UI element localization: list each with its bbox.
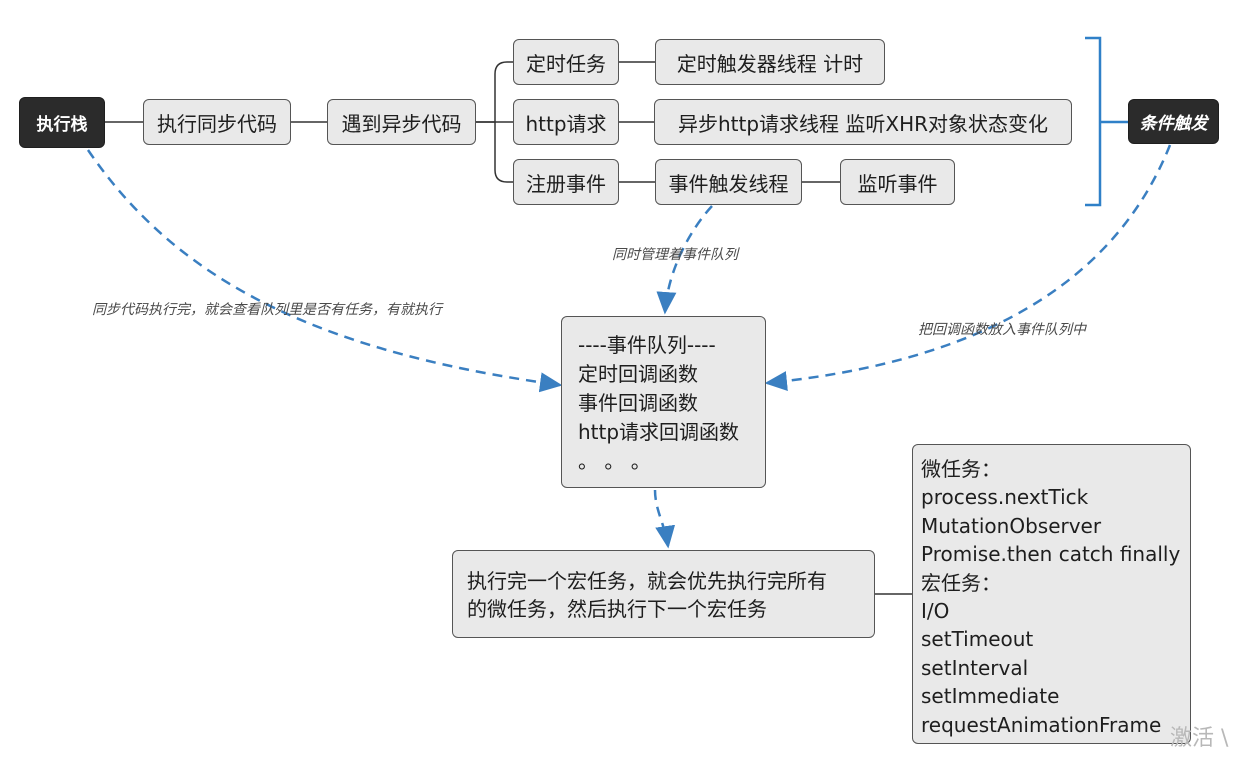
event-queue-line: http请求回调函数	[578, 420, 740, 444]
task-type-line: process.nextTick	[921, 485, 1089, 510]
event-thread-node: 事件触发线程	[655, 159, 802, 205]
arrow-stack-to-queue	[86, 149, 563, 393]
note-line: 的微任务，然后执行下一个宏任务	[467, 597, 767, 621]
arrow-trigger-to-queue	[764, 144, 1172, 391]
task-type-line: setInterval	[921, 655, 1029, 680]
register-event-node: 注册事件	[513, 159, 619, 205]
http-request-node: http请求	[513, 99, 619, 145]
task-type-line: 宏任务：	[921, 570, 1001, 595]
event-queue-line: ----事件队列----	[578, 333, 716, 357]
listen-event-node: 监听事件	[840, 159, 955, 205]
timer-thread-node: 定时触发器线程 计时	[655, 39, 885, 85]
arrow-thread-to-queue	[656, 205, 713, 315]
edge-label-sync-done: 同步代码执行完，就会查看队列里是否有任务，有就执行	[92, 302, 442, 318]
http-thread-node: 异步http请求线程 监听XHR对象状态变化	[654, 99, 1072, 145]
task-type-line: I/O	[921, 599, 950, 624]
edge-label-manage-queue: 同时管理着事件队列	[612, 247, 738, 263]
task-type-line: requestAnimationFrame	[921, 712, 1162, 737]
task-type-line: Promise.then catch finally	[921, 542, 1181, 567]
task-type-line: 微任务：	[921, 457, 1001, 481]
timer-task-node: 定时任务	[513, 39, 619, 85]
condition-trigger-node: 条件触发	[1128, 99, 1219, 144]
meet-async-node: 遇到异步代码	[327, 99, 476, 145]
task-type-line: setTimeout	[921, 627, 1034, 652]
task-type-line: setImmediate	[921, 684, 1060, 709]
activation-watermark: 激活 \	[1170, 726, 1229, 751]
condition-bracket	[1085, 36, 1128, 207]
event-queue-line: 定时回调函数	[578, 362, 698, 386]
task-types-box: 微任务： process.nextTick MutationObserver P…	[912, 444, 1191, 744]
event-queue-line: 。 。 。	[578, 449, 651, 473]
note-line: 执行完一个宏任务，就会优先执行完所有	[467, 569, 827, 593]
macro-micro-note-box: 执行完一个宏任务，就会优先执行完所有 的微任务，然后执行下一个宏任务	[452, 550, 875, 638]
edge-label-put-callback: 把回调函数放入事件队列中	[918, 322, 1086, 338]
dashed-arrows	[86, 144, 1172, 549]
event-queue-line: 事件回调函数	[578, 391, 698, 415]
event-queue-box: ----事件队列---- 定时回调函数 事件回调函数 http请求回调函数 。 …	[561, 316, 766, 488]
arrow-queue-to-note	[653, 489, 676, 549]
exec-stack-node: 执行栈	[19, 97, 105, 148]
tree-connectors	[105, 61, 912, 595]
task-type-line: MutationObserver	[921, 513, 1102, 538]
run-sync-node: 执行同步代码	[143, 99, 291, 145]
